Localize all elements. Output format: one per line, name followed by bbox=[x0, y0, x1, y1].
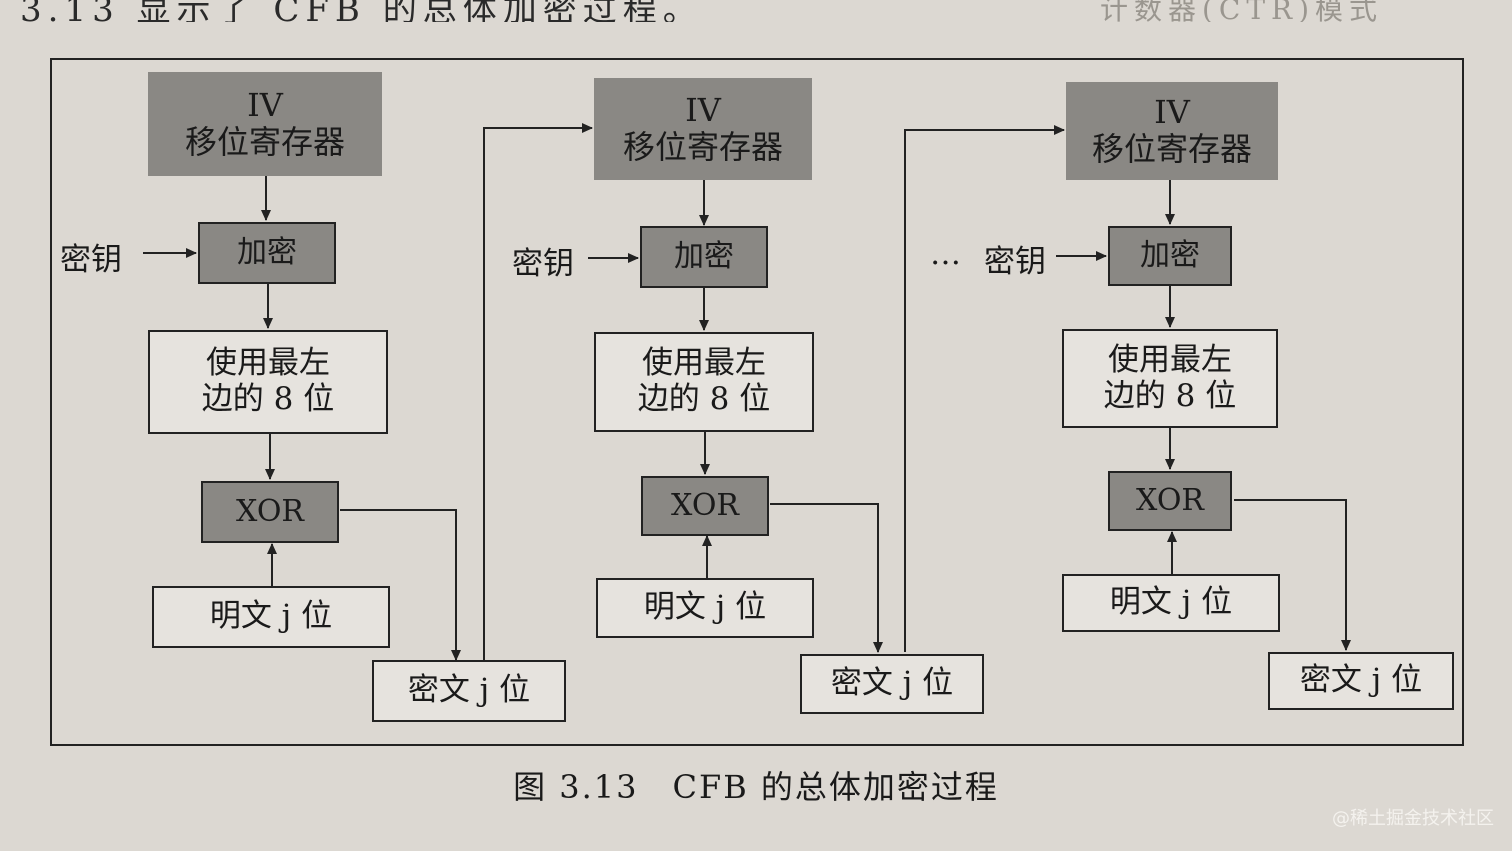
encrypt-label-2: 加密 bbox=[674, 238, 734, 274]
iv-label-3: IV bbox=[1154, 93, 1190, 132]
xor-box-3: XOR bbox=[1108, 471, 1232, 531]
ciphertext-label-2: 密文 j 位 bbox=[830, 665, 954, 702]
ciphertext-label-1: 密文 j 位 bbox=[407, 672, 531, 709]
ciphertext-box-2: 密文 j 位 bbox=[800, 654, 984, 714]
header-faded-line: 计数器(CTR)模式 bbox=[1100, 0, 1384, 22]
arrow-xor-to-ct-2 bbox=[770, 503, 883, 653]
encrypt-box-1: 加密 bbox=[198, 222, 336, 284]
arrow-xor-to-ct-3 bbox=[1234, 499, 1351, 651]
plaintext-box-3: 明文 j 位 bbox=[1062, 574, 1280, 632]
xor-label-1: XOR bbox=[235, 493, 304, 529]
plaintext-label-1: 明文 j 位 bbox=[209, 598, 333, 635]
register-label-2: 移位寄存器 bbox=[622, 128, 783, 166]
arrow-ct-to-reg-2 bbox=[483, 123, 593, 660]
select-line2-3: 边的 8 位 bbox=[1103, 377, 1237, 414]
encrypt-box-3: 加密 bbox=[1108, 226, 1232, 286]
iv-label-1: IV bbox=[247, 86, 283, 125]
shift-register-3: IV 移位寄存器 bbox=[1066, 82, 1278, 180]
iv-label-2: IV bbox=[685, 91, 721, 130]
figure-caption: 图 3.13 CFB 的总体加密过程 bbox=[513, 768, 999, 806]
select-line2-2: 边的 8 位 bbox=[637, 381, 771, 417]
select-line2-1: 边的 8 位 bbox=[201, 381, 335, 417]
encrypt-box-2: 加密 bbox=[640, 226, 768, 288]
header-line: 3.13 显示了 CFB 的总体加密过程。 bbox=[20, 0, 703, 22]
arrow-ct-to-reg-3 bbox=[904, 125, 1065, 652]
ciphertext-label-3: 密文 j 位 bbox=[1299, 662, 1423, 699]
register-label-1: 移位寄存器 bbox=[184, 123, 345, 161]
arrow-xor-to-ct-1 bbox=[340, 509, 461, 661]
xor-label-2: XOR bbox=[670, 487, 739, 523]
watermark: @稀土掘金技术社区 bbox=[1332, 808, 1494, 829]
ciphertext-box-3: 密文 j 位 bbox=[1268, 652, 1454, 710]
encrypt-label-3: 加密 bbox=[1140, 237, 1200, 273]
page-header-text: 3.13 显示了 CFB 的总体加密过程。 计数器(CTR)模式 bbox=[0, 0, 1512, 22]
select-line1-1: 使用最左 bbox=[206, 345, 330, 382]
encrypt-label-1: 加密 bbox=[237, 234, 297, 270]
plaintext-label-3: 明文 j 位 bbox=[1109, 584, 1233, 621]
select-line1-2: 使用最左 bbox=[642, 345, 766, 382]
select-bits-box-3: 使用最左 边的 8 位 bbox=[1062, 329, 1278, 428]
plaintext-box-1: 明文 j 位 bbox=[152, 586, 390, 648]
diagram-frame bbox=[50, 58, 1464, 746]
shift-register-2: IV 移位寄存器 bbox=[594, 78, 812, 180]
key-label-3: 密钥 bbox=[984, 244, 1046, 280]
plaintext-box-2: 明文 j 位 bbox=[596, 578, 814, 638]
xor-label-3: XOR bbox=[1135, 482, 1204, 518]
key-label-1: 密钥 bbox=[60, 242, 122, 278]
select-bits-box-1: 使用最左 边的 8 位 bbox=[148, 330, 388, 434]
key-label-2: 密钥 bbox=[512, 246, 574, 282]
select-line1-3: 使用最左 bbox=[1108, 341, 1232, 378]
xor-box-1: XOR bbox=[201, 481, 339, 543]
register-label-3: 移位寄存器 bbox=[1091, 130, 1252, 168]
shift-register-1: IV 移位寄存器 bbox=[148, 72, 382, 176]
ciphertext-box-1: 密文 j 位 bbox=[372, 660, 566, 722]
plaintext-label-2: 明文 j 位 bbox=[643, 589, 767, 626]
xor-box-2: XOR bbox=[641, 476, 769, 536]
select-bits-box-2: 使用最左 边的 8 位 bbox=[594, 332, 814, 432]
ellipsis-label: … bbox=[930, 236, 961, 272]
